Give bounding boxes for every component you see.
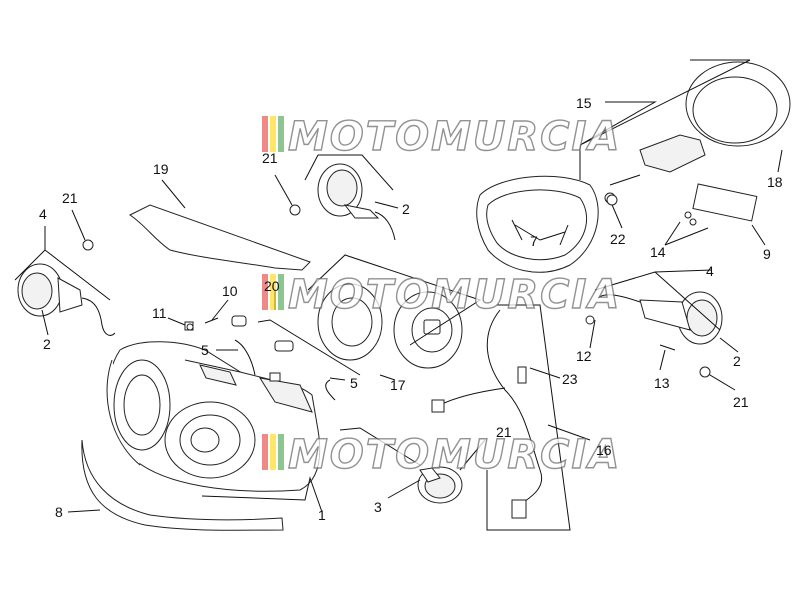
part-number-label: 4 — [706, 263, 714, 279]
part-number-label: 2 — [43, 336, 51, 352]
part-number-label: 7 — [530, 233, 538, 249]
part-number-label: 10 — [222, 283, 238, 299]
watermark-logo: MOTOMURCIA — [262, 431, 621, 479]
upper-fairing-panel — [129, 204, 311, 271]
watermark-logo: MOTOMURCIA — [262, 113, 621, 161]
part-number-label: 20 — [264, 278, 280, 294]
part-number-label: 13 — [654, 375, 670, 391]
part-number-label: 11 — [152, 305, 167, 321]
watermark-text: MOTOMURCIA — [288, 114, 621, 160]
part-number-label: 8 — [55, 504, 63, 520]
part-number-label: 16 — [596, 442, 612, 458]
part-number-label: 22 — [610, 231, 626, 247]
part-number-label: 18 — [767, 174, 783, 190]
part-number-label: 23 — [562, 371, 578, 387]
headlight-reflectors — [317, 283, 463, 369]
fasteners — [82, 194, 711, 378]
front-top-turn-signal — [317, 163, 396, 241]
part-number-label: 21 — [496, 424, 512, 440]
taillight-lens — [685, 61, 791, 147]
part-number-label: 14 — [650, 244, 666, 260]
part-number-label: 9 — [763, 246, 771, 262]
part-number-label: 3 — [374, 499, 382, 515]
taillight-housing — [476, 175, 599, 273]
part-number-label: 21 — [62, 190, 78, 206]
license-plate-light — [684, 183, 758, 226]
part-number-label: 5 — [201, 342, 209, 358]
part-number-label: 19 — [153, 161, 169, 177]
part-number-label: 4 — [39, 206, 47, 222]
part-number-label: 12 — [576, 348, 592, 364]
watermark-text: MOTOMURCIA — [288, 272, 621, 318]
headlight-lens — [81, 439, 284, 531]
part-number-label: 21 — [262, 150, 278, 166]
front-left-turn-signal — [17, 263, 116, 336]
part-number-label: 5 — [350, 375, 358, 391]
wiring-harness — [431, 309, 543, 519]
part-number-label: 2 — [733, 353, 741, 369]
part-number-label: 15 — [576, 95, 592, 111]
watermark-text: MOTOMURCIA — [288, 432, 621, 478]
bottom-turn-signal — [417, 466, 463, 504]
watermark-logo: MOTOMURCIA — [262, 271, 621, 319]
part-number-label: 21 — [733, 394, 749, 410]
part-number-label: 17 — [390, 377, 406, 393]
part-number-label: 2 — [402, 201, 410, 217]
rear-right-turn-signal — [597, 291, 723, 345]
part-number-labels: 1 2 2 2 3 4 4 5 5 7 8 9 10 11 12 13 14 1… — [39, 95, 783, 523]
part-number-label: 1 — [318, 507, 326, 523]
leader-lines — [14, 59, 783, 531]
